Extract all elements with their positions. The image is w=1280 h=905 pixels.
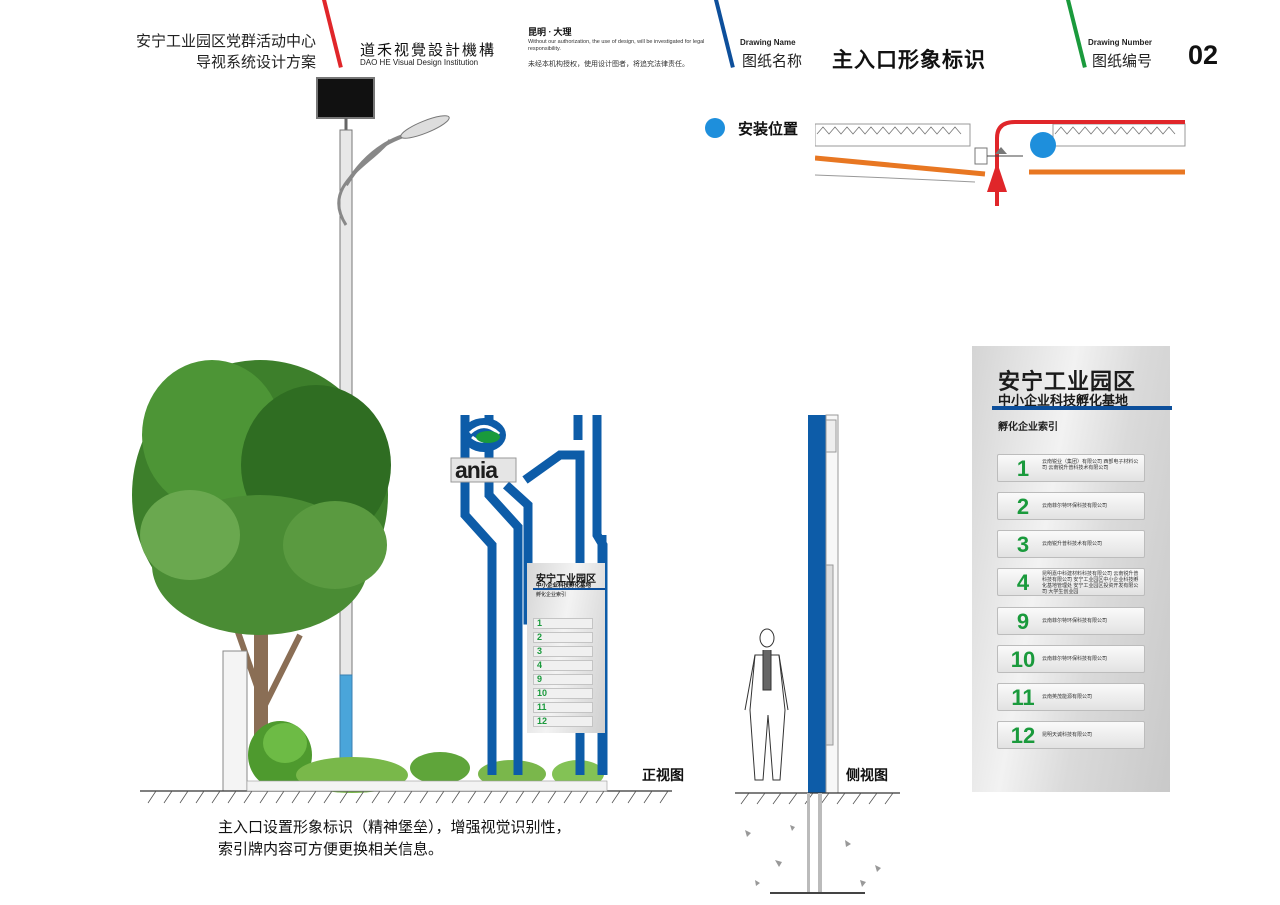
sign-row-text: 云南菲尔特环保科技有限公司 — [1042, 618, 1108, 624]
sign-directory-row: 11 云南英茂能源有限公司 — [997, 683, 1145, 711]
sign-directory-row: 10 云南菲尔特环保科技有限公司 — [997, 645, 1145, 673]
front-sign-title-bar — [533, 588, 605, 590]
drawing-name-value: 主入口形象标识 — [832, 49, 986, 72]
sign-index-label: 孵化企业索引 — [998, 422, 1058, 433]
front-sign-row: 9 — [533, 674, 593, 685]
index-sign-detail: 安宁工业园区 中小企业科技孵化基地 孵化企业索引 1 云南锐业（集团）有限公司 … — [972, 346, 1172, 792]
front-sign-row: 12 — [533, 716, 593, 727]
sign-row-number: 4 — [1016, 570, 1030, 595]
front-sign-row: 2 — [533, 632, 593, 643]
side-ground-line — [735, 792, 900, 805]
drawing-number-value: 02 — [1188, 40, 1219, 70]
site-plan-install-marker-icon — [1030, 132, 1056, 158]
sign-row-number: 1 — [1016, 456, 1030, 481]
sign-title-bar — [992, 406, 1172, 410]
project-title: 安宁工业园区党群活动中心 导视系统设计方案 — [60, 31, 316, 73]
sign-directory-row: 3 云南锐升普科技术有限公司 — [997, 530, 1145, 558]
green-divider-slash — [1066, 0, 1087, 68]
project-title-line-1: 安宁工业园区党群活动中心 — [135, 33, 316, 50]
design-caption-line-2: 索引牌内容可方便更换相关信息。 — [218, 841, 444, 858]
sign-directory-row: 1 云南锐业（集团）有限公司 西部电子材料公司 云南锐升普科技术有限公司 — [997, 454, 1145, 482]
site-plan-curb-line — [815, 174, 976, 183]
sign-directory-row: 9 云南菲尔特环保科技有限公司 — [997, 607, 1145, 635]
sign-row-text: 云南菲尔特环保科技有限公司 — [1042, 656, 1108, 662]
studio-name-en: DAO HE Visual Design Institution — [360, 58, 479, 67]
studio-name-cn: 道禾视覺設計機構 — [360, 43, 497, 59]
ground-line — [140, 780, 672, 804]
install-location-marker-icon — [705, 118, 725, 138]
drawing-number-label-en: Drawing Number — [1088, 38, 1153, 47]
front-view-index-sign: 安宁工业园区 中小企业科技孵化基地 孵化企业索引 1 2 3 4 9 10 11… — [527, 563, 605, 733]
sign-row-number: 3 — [1016, 532, 1030, 557]
site-plan-entry-arrow-icon — [987, 162, 1007, 192]
sign-row-text: 云南英茂能源有限公司 — [1042, 694, 1093, 700]
front-sign-row-number: 3 — [537, 646, 543, 656]
front-sign-index-label: 孵化企业索引 — [536, 592, 567, 598]
front-sign-title: 安宁工业园区 — [536, 574, 596, 585]
design-caption-line-1: 主入口设置形象标识（精神堡垒），增强视觉识别性， — [218, 819, 571, 836]
copyright-notice-cn: 未经本机构授权，使用设计图者，将追究法律责任。 — [528, 61, 689, 68]
front-sign-row-number: 12 — [537, 716, 548, 726]
side-foundation — [745, 793, 881, 894]
sign-title: 安宁工业园区 — [998, 369, 1137, 394]
front-sign-row-number: 9 — [537, 674, 543, 684]
drawing-number-label-cn: 图纸编号 — [1092, 53, 1153, 70]
site-plan-gate-marker-icon — [995, 147, 1007, 154]
front-sign-row: 10 — [533, 688, 593, 699]
site-plan-entry-arrow-stem — [995, 190, 999, 206]
site-plan-road-hatch-right — [1052, 123, 1186, 147]
side-monument — [808, 414, 839, 794]
red-divider-slash — [322, 0, 343, 68]
front-sign-row-number: 11 — [537, 702, 547, 712]
planter-wall-panel — [222, 650, 248, 792]
sign-subtitle: 中小企业科技孵化基地 — [998, 393, 1129, 408]
front-sign-row-number: 10 — [537, 688, 548, 698]
site-plan-gate-post — [974, 147, 988, 165]
front-sign-row: 4 — [533, 660, 593, 671]
sign-row-text: 云南菲尔特环保科技有限公司 — [1042, 503, 1108, 509]
front-sign-row: 3 — [533, 646, 593, 657]
drawing-name-label-cn: 图纸名称 — [742, 53, 803, 70]
studio-location: 昆明 · 大理 — [528, 27, 572, 37]
front-sign-row: 1 — [533, 618, 593, 629]
design-caption: 主入口设置形象标识（精神堡垒），增强视觉识别性， 索引牌内容可方便更换相关信息。 — [218, 817, 571, 861]
sign-row-text: 昆明嘉中科建材料科技有限公司 云南锐升普科技有限公司 安宁工业园区中小企业科技孵… — [1042, 571, 1139, 595]
front-view-label: 正视图 — [642, 767, 684, 783]
sign-directory-row: 2 云南菲尔特环保科技有限公司 — [997, 492, 1145, 520]
front-sign-row: 11 — [533, 702, 593, 713]
monument-logo-mark — [450, 418, 517, 483]
sign-directory-row: 12 昆明天诚科技有限公司 — [997, 721, 1145, 749]
monument-logo-text: ania — [455, 457, 498, 483]
tree — [132, 360, 391, 765]
sign-row-text: 云南锐升普科技术有限公司 — [1042, 541, 1103, 547]
solar-panel — [316, 77, 375, 130]
blue-divider-slash — [714, 0, 735, 68]
sign-row-number: 10 — [1010, 647, 1036, 672]
site-plan-orange-path-left — [815, 155, 986, 177]
sign-row-number: 12 — [1010, 723, 1036, 748]
side-view-label: 侧视图 — [846, 767, 888, 783]
project-title-line-2: 导视系统设计方案 — [195, 54, 316, 71]
sign-row-text: 云南锐业（集团）有限公司 西部电子材料公司 云南锐升普科技术有限公司 — [1042, 459, 1139, 471]
front-sign-row-number: 4 — [537, 660, 543, 670]
sign-directory-row: 4 昆明嘉中科建材料科技有限公司 云南锐升普科技有限公司 安宁工业园区中小企业科… — [997, 568, 1145, 596]
human-figure — [744, 628, 789, 781]
sign-row-number: 11 — [1011, 685, 1035, 710]
sign-row-number: 9 — [1016, 609, 1030, 634]
site-plan-road-hatch-left — [815, 123, 971, 147]
site-plan-map — [815, 120, 1186, 206]
install-location-label: 安装位置 — [738, 121, 799, 138]
front-elevation-drawing — [132, 77, 672, 804]
copyright-notice-en: Without our authorization, the use of de… — [528, 39, 705, 52]
front-sign-subtitle: 中小企业科技孵化基地 — [536, 583, 592, 589]
side-elevation-drawing — [735, 414, 900, 894]
site-plan-red-boundary — [995, 120, 1185, 170]
sign-row-text: 昆明天诚科技有限公司 — [1042, 732, 1093, 738]
drawing-name-label-en: Drawing Name — [740, 38, 796, 47]
front-sign-row-number: 2 — [537, 632, 543, 642]
sign-row-number: 2 — [1016, 494, 1030, 519]
front-sign-row-number: 1 — [537, 618, 543, 628]
